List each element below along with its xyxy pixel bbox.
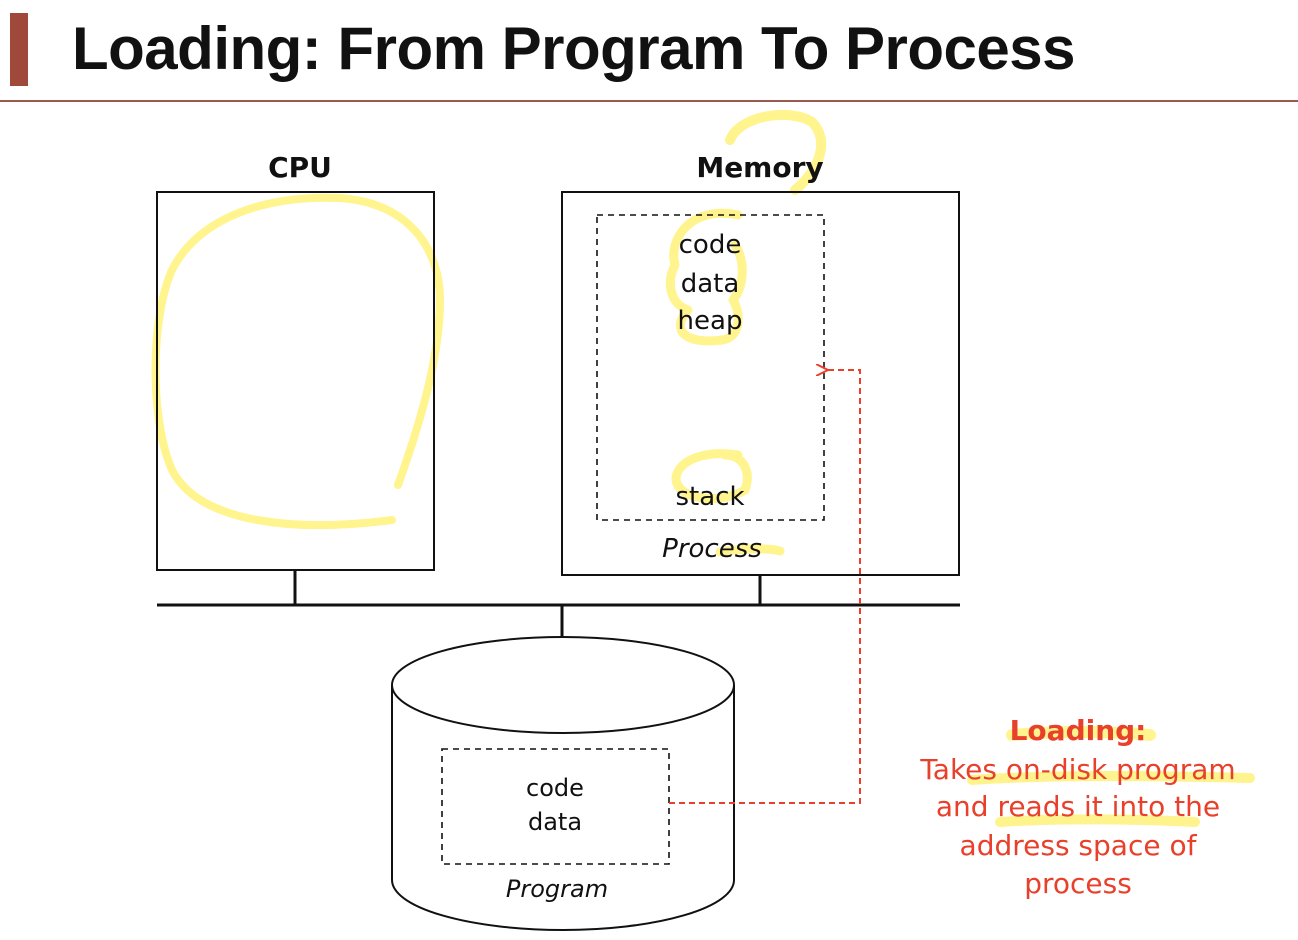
title-accent-bar xyxy=(10,13,28,86)
annotation-underline-highlight-1 xyxy=(967,771,1255,785)
annotation-underline-highlight-2 xyxy=(995,814,1200,827)
cpu-box xyxy=(156,191,435,571)
process-address-space xyxy=(596,214,825,521)
loading-heading-highlight xyxy=(1006,726,1156,741)
loading-arrow xyxy=(669,370,861,804)
annotation-line-3: address space of xyxy=(960,829,1198,862)
cpu-label: CPU xyxy=(268,151,332,184)
process-label: Process xyxy=(662,534,762,564)
annotation-line-2: and reads it into the xyxy=(936,790,1220,823)
memory-label: Memory xyxy=(696,151,823,184)
memory-segment-code: code xyxy=(679,230,742,260)
process-underline-highlight xyxy=(715,544,785,557)
annotation-heading: Loading: xyxy=(1010,714,1147,747)
program-label: Program xyxy=(506,875,608,903)
slide-title: Loading: From Program To Process xyxy=(72,15,1076,82)
title-divider xyxy=(0,100,1298,102)
memory-segment-data: data xyxy=(681,269,740,299)
memory-title-highlight xyxy=(725,109,826,195)
memory-box xyxy=(561,191,960,576)
annotation-line-4: process xyxy=(1024,867,1132,900)
cpu-circle-highlight xyxy=(151,193,444,529)
memory-segment-stack: stack xyxy=(675,482,744,512)
disk-segment-code: code xyxy=(526,774,584,802)
annotation-line-1: Takes on-disk program xyxy=(919,753,1235,786)
memory-segment-heap: heap xyxy=(678,306,743,336)
disk-cylinder xyxy=(391,636,735,931)
disk-segment-data: data xyxy=(528,808,582,836)
system-bus xyxy=(157,570,960,637)
stack-highlight xyxy=(671,449,752,504)
program-box xyxy=(441,748,670,865)
code-data-heap-highlight xyxy=(666,208,747,346)
